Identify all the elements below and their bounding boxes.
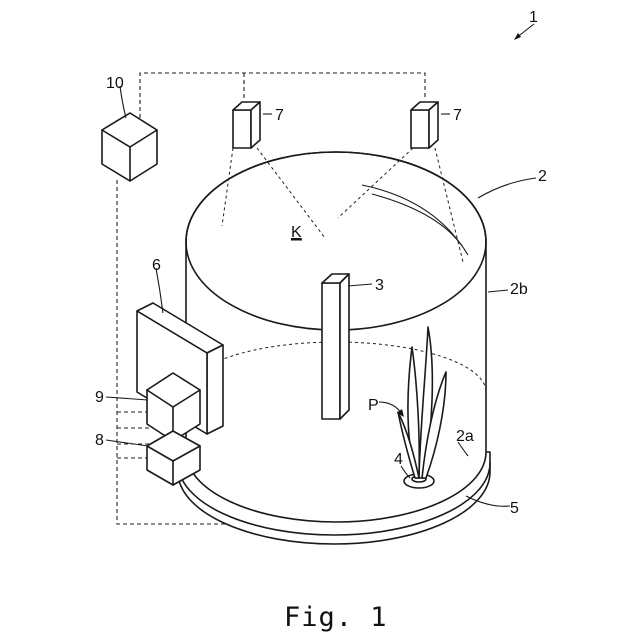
label-box-upper: 9 [95,389,104,406]
label-panel: 6 [152,257,161,274]
label-plant: P [368,397,379,414]
label-space: K [291,224,302,241]
column [322,274,349,419]
camera-right [411,102,438,148]
controller-box [102,113,157,181]
label-camera-left: 7 [275,107,284,124]
label-column: 3 [375,277,384,294]
label-camera-right: 7 [453,107,462,124]
label-tank-bottom: 2a [456,428,474,445]
label-device: 1 [529,9,538,26]
label-tank-wall: 2b [510,281,528,298]
figure-caption: Fig. 1 [284,602,388,633]
camera-left [233,102,260,148]
label-box-lower: 8 [95,432,104,449]
label-controller: 10 [106,75,124,92]
label-tank: 2 [538,168,547,185]
label-base-ring: 5 [510,500,519,517]
label-holder: 4 [394,451,403,468]
